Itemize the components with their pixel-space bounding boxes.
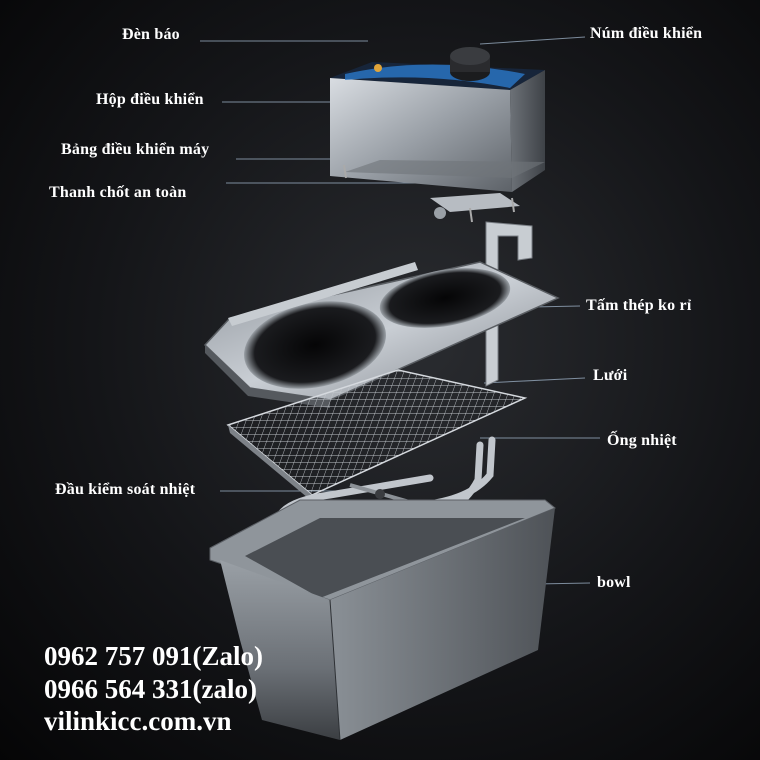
bowl [209, 499, 556, 741]
label-control-knob: Núm điều khiển [590, 25, 703, 42]
label-control-box: Hộp điều khiển [96, 91, 204, 108]
label-heating-tube: Ống nhiệt [607, 432, 677, 449]
label-safety-bar: Thanh chốt an toàn [49, 184, 187, 201]
contact-phone-1: 0962 757 091(Zalo) [44, 641, 263, 671]
label-mesh: Lưới [593, 367, 628, 384]
contact-phone-2: 0966 564 331(zalo) [44, 674, 257, 704]
wire-mesh [226, 369, 528, 503]
label-thermostat-probe: Đầu kiểm soát nhiệt [55, 481, 196, 498]
contact-website: vilinkicc.com.vn [44, 706, 232, 736]
control-box [330, 47, 545, 192]
indicator-light-icon [374, 64, 382, 72]
control-knob-icon [450, 47, 490, 81]
label-bowl: bowl [597, 574, 631, 591]
label-indicator-light: Đèn báo [122, 26, 180, 43]
safety-bracket [343, 164, 533, 387]
label-steel-plate: Tấm thép ko rỉ [586, 297, 692, 314]
steel-plate [203, 261, 560, 408]
label-control-panel: Bảng điều khiển máy [61, 141, 210, 158]
